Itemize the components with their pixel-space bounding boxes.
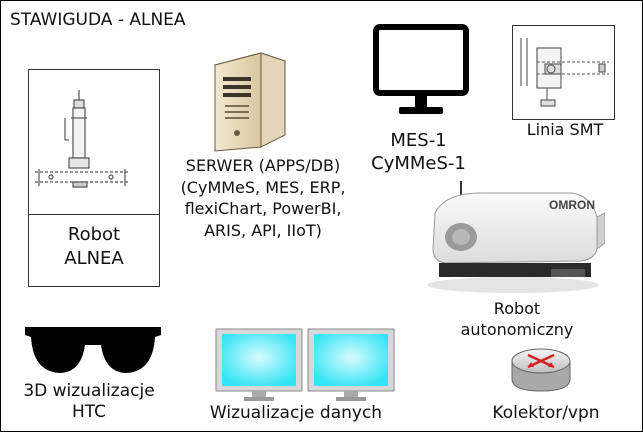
htc-label-line1: 3D wizualizacje <box>23 381 155 401</box>
htc-label-line2: HTC <box>71 402 107 422</box>
smt-line-icon <box>520 38 609 107</box>
omron-label: Robot autonomiczny <box>447 298 587 340</box>
htc-label: 3D wizualizacje HTC <box>19 381 159 423</box>
robot-alnea-box <box>28 69 160 287</box>
robot-alnea-divider <box>29 214 159 215</box>
kolektor-label: Kolektor/vpn <box>492 403 600 423</box>
mes-label-line2: CyMMeS-1 <box>371 153 466 174</box>
dual-monitor-icon <box>215 328 395 401</box>
router-icon <box>511 348 571 392</box>
server-label-line1: SERWER (APPS/DB) <box>185 156 341 175</box>
robot-alnea-label-line2: ALNEA <box>64 248 124 269</box>
server-label-line3: flexiChart, PowerBI, <box>184 199 342 218</box>
wizualizacje-label: Wizualizacje danych <box>209 403 383 423</box>
server-label-line4: ARIS, API, IIoT) <box>204 220 322 240</box>
robot-alnea-label-line1: Robot <box>67 224 121 245</box>
monitor-right <box>307 328 395 401</box>
omron-brand-text: OMRON <box>549 198 595 212</box>
server-label: SERWER (APPS/DB) (CyMMeS, MES, ERP, flex… <box>161 155 365 241</box>
robot-alnea-label: Robot ALNEA <box>28 223 160 271</box>
diagram-title: STAWIGUDA - ALNEA <box>10 10 186 30</box>
autonomous-mobile-robot-icon: OMRON <box>427 181 605 293</box>
smt-label: Linia SMT <box>526 120 604 139</box>
monitor-left <box>215 328 303 401</box>
mes-label: MES-1 CyMMeS-1 <box>356 129 481 175</box>
omron-label-line1: Robot <box>493 299 541 318</box>
monitor-icon <box>373 24 469 114</box>
mes-label-line1: MES-1 <box>390 130 447 151</box>
smt-box <box>512 25 615 120</box>
vr-glasses-icon <box>25 327 161 373</box>
server-label-line2: (CyMMeS, MES, ERP, <box>180 177 346 197</box>
omron-label-line2: autonomiczny <box>460 320 574 339</box>
robot-arm-icon <box>35 90 129 188</box>
server-tower-icon <box>213 52 287 152</box>
